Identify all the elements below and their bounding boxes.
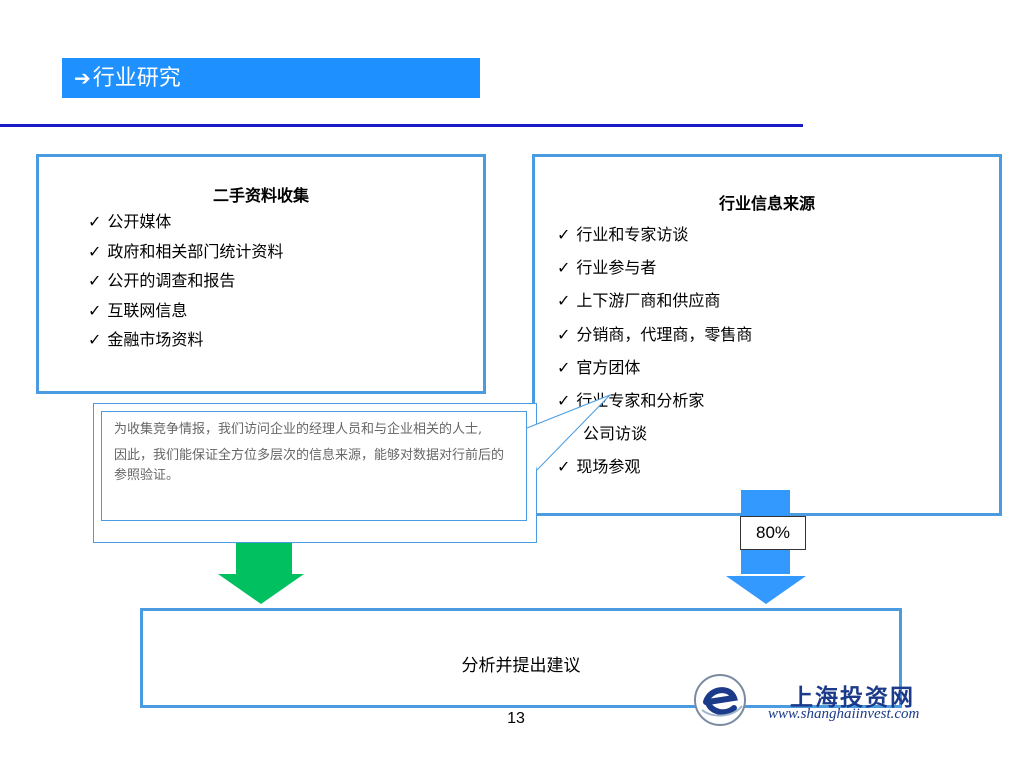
list-item: ✓官方团体: [557, 357, 641, 377]
arrow-bullet-icon: ➔: [74, 66, 91, 90]
analysis-box: 分析并提出建议: [140, 608, 902, 708]
section-title-bar: ➔行业研究: [62, 58, 480, 98]
secondary-research-box: [36, 154, 486, 394]
checkmark-icon: ✓: [557, 225, 571, 244]
checkmark-icon: ✓: [557, 390, 571, 410]
section-title: 行业研究: [92, 66, 181, 91]
checkmark-icon: ✓: [557, 457, 571, 477]
percentage-badge: 80%: [740, 516, 806, 550]
list-item: 公司访谈: [583, 424, 648, 444]
list-item: ✓上下游厂商和供应商: [557, 291, 721, 311]
callout-paragraph: 因此，我们能保证全方位多层次的信息来源，能够对数据对行前后的参照验证。: [114, 448, 505, 483]
list-item: ✓行业参与者: [557, 258, 657, 278]
callout-box: [93, 403, 537, 543]
list-item: ✓政府和相关部门统计资料: [88, 241, 284, 261]
checkmark-icon: ✓: [88, 241, 102, 261]
list-item: ✓行业和专家访谈: [557, 225, 689, 244]
secondary-research-title: 二手资料收集: [212, 186, 309, 205]
logo-url: www.shanghaiinvest.com: [768, 706, 920, 722]
checkmark-icon: ✓: [88, 330, 102, 349]
checkmark-icon: ✓: [88, 271, 102, 290]
industry-sources-title: 行业信息来源: [718, 194, 815, 213]
logo-name: 上海投资网: [790, 685, 915, 711]
checkmark-icon: ✓: [557, 291, 571, 311]
industry-sources-list: ✓行业和专家访谈 ✓行业参与者 ✓上下游厂商和供应商 ✓分销商，代理商，零售商 …: [557, 218, 752, 484]
list-item: ✓互联网信息: [88, 300, 188, 320]
list-item: ✓行业专家和分析家: [557, 390, 705, 410]
checkmark-icon: ✓: [557, 258, 571, 278]
list-item: ✓现场参观: [557, 457, 641, 477]
callout-text: 为收集竞争情报，我们访问企业的经理人员和与企业相关的人士, 因此，我们能保证全方…: [101, 411, 527, 521]
list-item: ✓公开媒体: [88, 212, 172, 231]
header-divider: [0, 124, 803, 127]
analysis-label: 分析并提出建议: [461, 656, 581, 676]
checkmark-icon: ✓: [88, 212, 102, 231]
page-number: 13: [507, 710, 525, 727]
checkmark-icon: ✓: [557, 357, 571, 377]
list-item: ✓金融市场资料: [88, 330, 204, 349]
checkmark-icon: ✓: [88, 300, 102, 320]
e-globe-icon: [694, 674, 746, 726]
secondary-research-list: ✓公开媒体 ✓政府和相关部门统计资料 ✓公开的调查和报告 ✓互联网信息 ✓金融市…: [88, 207, 283, 355]
callout-paragraph: 为收集竞争情报，我们访问企业的经理人员和与企业相关的人士,: [114, 422, 483, 437]
list-item: ✓分销商，代理商，零售商: [557, 324, 753, 344]
list-item: ✓公开的调查和报告: [88, 271, 236, 290]
checkmark-icon: ✓: [557, 324, 571, 344]
